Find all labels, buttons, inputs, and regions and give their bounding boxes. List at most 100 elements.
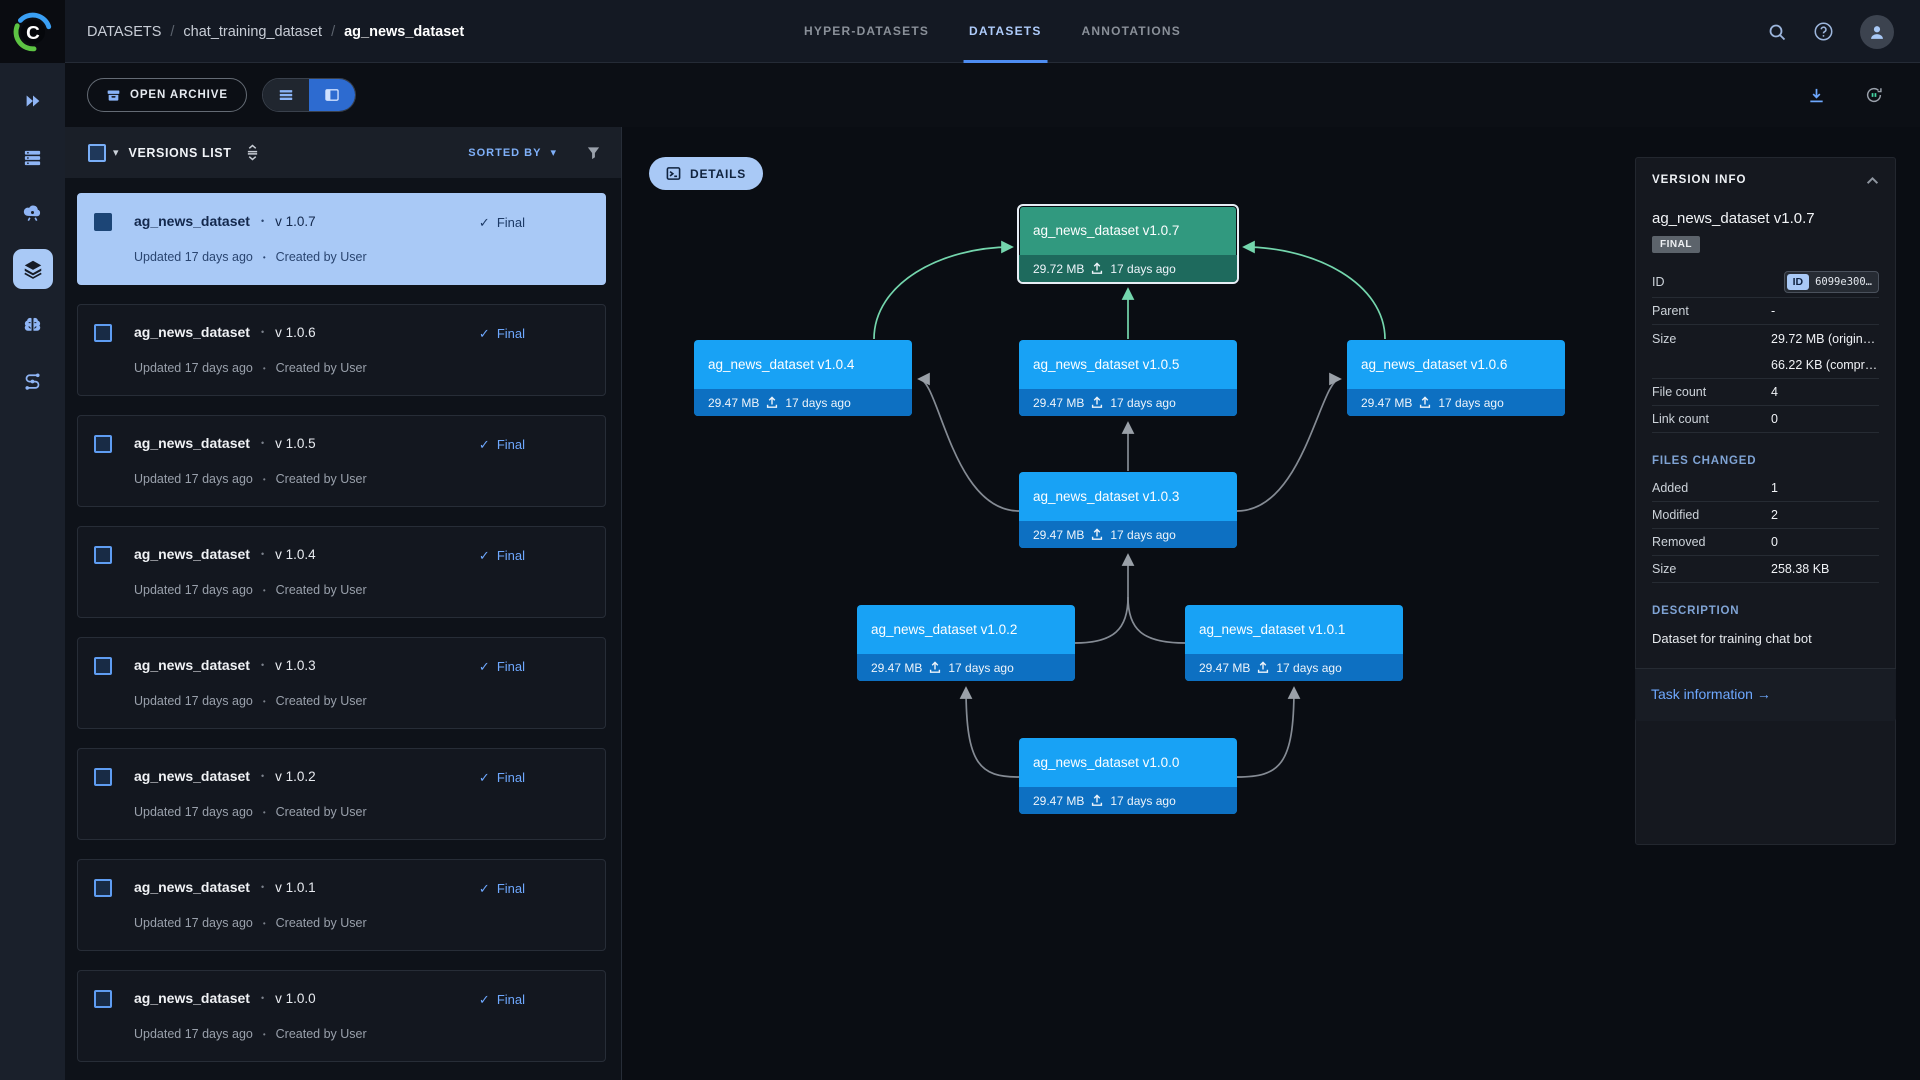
graph-node-meta: 29.47 MB 17 days ago <box>1019 389 1237 416</box>
status-badge: ✓ Final <box>478 437 525 452</box>
version-name: ag_news_dataset <box>134 435 250 451</box>
tab[interactable]: DATASETS <box>949 0 1062 63</box>
projects-icon <box>23 91 43 111</box>
version-list-item[interactable]: ag_news_dataset • v 1.0.3 Updated 17 day… <box>77 637 606 729</box>
bullet-icon: • <box>260 882 265 892</box>
user-avatar[interactable] <box>1860 14 1894 49</box>
node-size: 29.47 MB <box>1033 793 1085 808</box>
version-updated: Updated 17 days ago <box>134 583 253 597</box>
version-list-item[interactable]: ag_news_dataset • v 1.0.0 Updated 17 day… <box>77 970 606 1062</box>
graph-node-title: ag_news_dataset v1.0.6 <box>1361 357 1508 372</box>
version-checkbox[interactable] <box>94 435 112 453</box>
graph-node[interactable]: ag_news_dataset v1.0.7 29.72 MB 17 days … <box>1017 204 1239 284</box>
version-checkbox[interactable] <box>94 657 112 675</box>
version-updated: Updated 17 days ago <box>134 694 253 708</box>
node-size: 29.47 MB <box>708 395 760 410</box>
auto-refresh-toggle[interactable] <box>1864 85 1884 105</box>
help-icon[interactable] <box>1813 21 1834 42</box>
breadcrumb-project[interactable]: chat_training_dataset <box>183 23 323 40</box>
bullet-icon: • <box>260 327 265 337</box>
version-list-item[interactable]: ag_news_dataset • v 1.0.5 Updated 17 day… <box>77 415 606 507</box>
chevron-up-icon[interactable] <box>1866 176 1879 185</box>
bullet-icon: • <box>260 549 265 559</box>
tab[interactable]: ANNOTATIONS <box>1081 24 1181 38</box>
bullet-icon: • <box>262 363 266 373</box>
checkmark-icon: ✓ <box>478 881 490 896</box>
breadcrumb-datasets[interactable]: DATASETS <box>87 23 162 40</box>
bullet-icon: • <box>262 807 266 817</box>
version-name: ag_news_dataset <box>134 879 250 895</box>
version-created-by: Created by User <box>275 916 367 930</box>
toolbar-right-icons <box>1807 85 1884 105</box>
version-updated: Updated 17 days ago <box>134 250 253 264</box>
sidebar-item-projects[interactable] <box>13 81 53 121</box>
sidebar-item-applications[interactable] <box>13 193 53 233</box>
task-information-link[interactable]: Task information → <box>1651 686 1771 702</box>
split-view-button[interactable] <box>308 79 355 111</box>
open-archive-button[interactable]: OPEN ARCHIVE <box>87 78 247 112</box>
graph-node[interactable]: ag_news_dataset v1.0.2 29.47 MB 17 days … <box>857 605 1075 681</box>
archive-icon <box>106 88 121 103</box>
row-density-icon[interactable] <box>246 144 259 161</box>
tab[interactable]: HYPER-DATASETS <box>804 24 930 38</box>
info-row: Parent - <box>1652 298 1879 325</box>
info-row: 66.22 KB (compr… <box>1652 352 1879 379</box>
sorted-by-button[interactable]: SORTED BY <box>468 146 542 159</box>
node-size: 29.47 MB <box>1361 395 1413 410</box>
version-list-item[interactable]: ag_news_dataset • v 1.0.7 Updated 17 day… <box>77 193 606 285</box>
filter-icon[interactable] <box>586 145 601 160</box>
sidebar-item-models[interactable] <box>13 305 53 345</box>
search-icon[interactable] <box>1767 22 1787 42</box>
applications-icon <box>22 203 43 224</box>
version-checkbox[interactable] <box>94 879 112 897</box>
version-checkbox[interactable] <box>94 546 112 564</box>
top-bar: DATASETS / chat_training_dataset / ag_ne… <box>65 0 1920 63</box>
version-checkbox[interactable] <box>94 324 112 342</box>
id-row: ID ID 6099e300… <box>1652 267 1879 298</box>
id-chip[interactable]: ID 6099e300… <box>1783 271 1879 293</box>
details-button[interactable]: DETAILS <box>649 157 764 190</box>
clearml-logo[interactable]: C <box>0 0 65 63</box>
breadcrumb-dataset[interactable]: ag_news_dataset <box>344 23 465 40</box>
final-badge: FINAL <box>1652 236 1700 253</box>
table-view-button[interactable] <box>262 79 309 111</box>
version-list-item[interactable]: ag_news_dataset • v 1.0.4 Updated 17 day… <box>77 526 606 618</box>
status-badge: ✓ Final <box>478 659 525 674</box>
version-checkbox[interactable] <box>94 213 112 231</box>
version-list-item[interactable]: ag_news_dataset • v 1.0.2 Updated 17 day… <box>77 748 606 840</box>
graph-node[interactable]: ag_news_dataset v1.0.1 29.47 MB 17 days … <box>1185 605 1403 681</box>
select-all-checkbox[interactable] <box>88 143 106 162</box>
models-icon <box>22 315 43 336</box>
info-row: Link count 0 <box>1652 406 1879 433</box>
version-list-item[interactable]: ag_news_dataset • v 1.0.1 Updated 17 day… <box>77 859 606 951</box>
version-name: ag_news_dataset <box>134 324 250 340</box>
graph-edge <box>1236 372 1342 512</box>
sidebar-item-datasets[interactable] <box>12 249 53 289</box>
info-row: File count 4 <box>1652 379 1879 406</box>
bullet-icon: • <box>260 660 265 670</box>
version-number: v 1.0.5 <box>275 435 316 451</box>
sidebar-item-pipelines[interactable] <box>13 361 53 401</box>
chevron-down-icon[interactable]: ▾ <box>550 147 556 159</box>
version-checkbox[interactable] <box>94 768 112 786</box>
version-created-by: Created by User <box>275 694 367 708</box>
version-created-by: Created by User <box>275 805 367 819</box>
version-number: v 1.0.2 <box>275 768 316 784</box>
graph-node[interactable]: ag_news_dataset v1.0.4 29.47 MB 17 days … <box>694 340 912 416</box>
version-checkbox[interactable] <box>94 990 112 1008</box>
info-row: Modified 2 <box>1652 502 1879 529</box>
graph-node-meta: 29.47 MB 17 days ago <box>857 654 1075 681</box>
graph-node[interactable]: ag_news_dataset v1.0.6 29.47 MB 17 days … <box>1347 340 1565 416</box>
graph-node[interactable]: ag_news_dataset v1.0.0 29.47 MB 17 days … <box>1019 738 1237 814</box>
graph-node[interactable]: ag_news_dataset v1.0.3 29.47 MB 17 days … <box>1019 472 1237 548</box>
checkmark-icon: ✓ <box>478 215 490 230</box>
graph-node-title: ag_news_dataset v1.0.5 <box>1033 357 1180 372</box>
graph-edge <box>1074 553 1135 644</box>
version-graph-canvas[interactable]: DETAILS ag_news_dataset v1.0.7 29.72 MB … <box>622 127 1920 1080</box>
download-button[interactable] <box>1807 86 1826 105</box>
sidebar-item-workers[interactable] <box>13 137 53 177</box>
graph-node[interactable]: ag_news_dataset v1.0.5 29.47 MB 17 days … <box>1019 340 1237 416</box>
chevron-down-icon[interactable]: ▾ <box>113 147 119 159</box>
version-list-item[interactable]: ag_news_dataset • v 1.0.6 Updated 17 day… <box>77 304 606 396</box>
